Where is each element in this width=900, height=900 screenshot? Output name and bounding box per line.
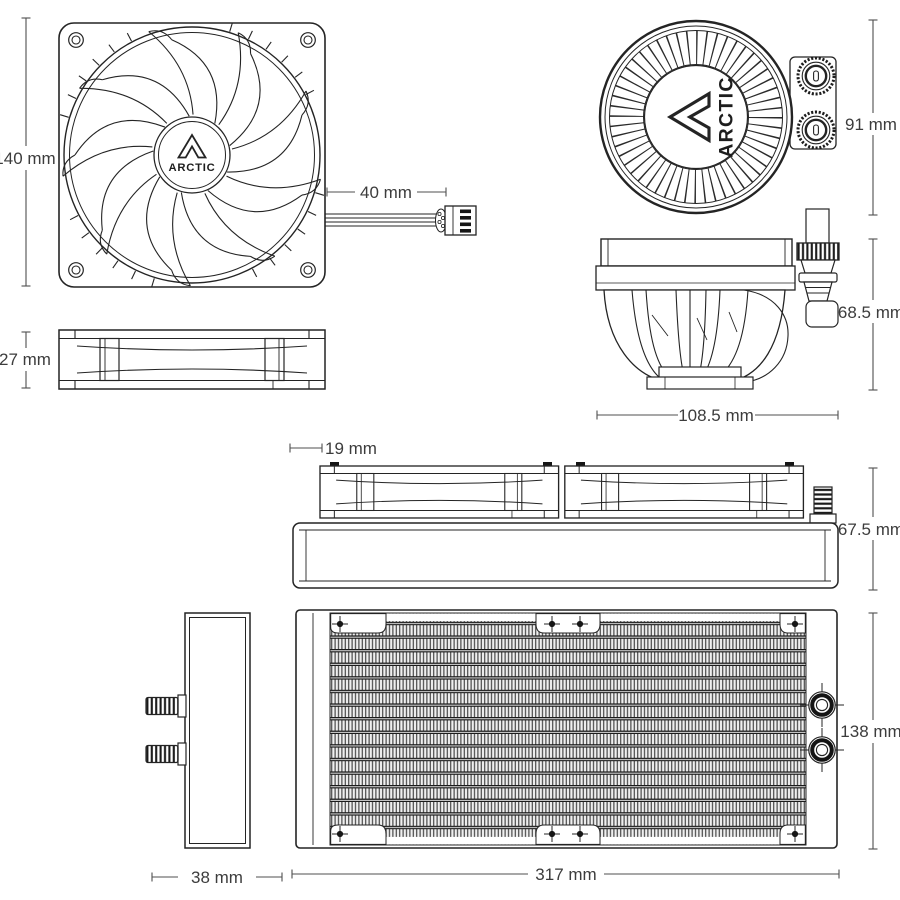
radiator-port-top — [800, 683, 844, 727]
pump-fin-plate — [600, 238, 793, 267]
fan-opening-ring — [63, 26, 321, 284]
pump-fins — [609, 30, 783, 204]
radiator-core — [329, 612, 807, 846]
pump-base-upper — [658, 366, 742, 379]
radiator-barb-side — [813, 486, 833, 516]
pump-side-view — [595, 208, 840, 390]
dim-label-assembly-height: 67.5 mm — [838, 520, 900, 539]
dim-assembly-height: 67.5 mm — [838, 467, 900, 591]
pump-knurled-collar — [796, 242, 840, 261]
dimension-annotations: 140 mm 40 mm 91 mm 27 mm — [0, 17, 900, 887]
pump-hose-fitting-top — [796, 56, 836, 96]
dim-fan-thickness: 27 mm — [0, 331, 51, 389]
radiator-fan-assembly-side-view — [292, 462, 839, 589]
dim-label-fan-size: 140 mm — [0, 149, 56, 168]
dim-fan-radiator-offset: 19 mm — [289, 439, 377, 458]
dim-label-fan-radiator-offset: 19 mm — [325, 439, 377, 458]
dim-pump-length: 108.5 mm — [596, 404, 839, 425]
fan-side-view — [58, 329, 326, 390]
dim-cable-length: 40 mm — [326, 182, 447, 202]
pump-cowl — [743, 289, 789, 383]
dim-label-radiator-length: 317 mm — [535, 865, 596, 884]
dim-label-pump-height: 68.5 mm — [838, 303, 900, 322]
radiator-front-view — [295, 609, 844, 849]
drawing-lines — [58, 19, 844, 849]
radiator-port-bottom — [800, 728, 844, 772]
fan-mounting-holes — [68, 32, 316, 278]
radiator-end-barb-bottom — [145, 742, 187, 766]
radiator-end-body — [184, 612, 251, 849]
fan-connector — [435, 205, 477, 236]
dim-radiator-length: 317 mm — [291, 863, 840, 884]
dim-label-radiator-depth: 38 mm — [191, 868, 243, 887]
dim-label-pump-length: 108.5 mm — [678, 406, 754, 425]
dim-pump-top-width: 91 mm — [845, 19, 898, 216]
fan-hub — [153, 116, 231, 194]
dim-label-radiator-height: 138 mm — [840, 722, 900, 741]
dim-label-pump-top-width: 91 mm — [845, 115, 897, 134]
pump-tube-stub — [805, 208, 830, 244]
assembly-fan-left — [319, 465, 560, 519]
dim-fan-size: 140 mm — [0, 17, 56, 287]
pump-outlet-block — [805, 300, 839, 328]
dim-label-cable-length: 40 mm — [360, 183, 412, 202]
dim-radiator-depth: 38 mm — [151, 868, 283, 887]
radiator-mounting-rails — [330, 613, 806, 845]
radiator-end-barb-top — [145, 694, 187, 718]
assembly-fan-right — [564, 465, 805, 519]
dim-radiator-height: 138 mm — [840, 612, 900, 850]
dim-pump-height: 68.5 mm — [838, 238, 900, 391]
dim-label-fan-thickness: 27 mm — [0, 350, 51, 369]
radiator-end-view — [145, 612, 251, 849]
pump-hose-fitting-bottom — [796, 110, 836, 150]
pump-base-lower — [646, 376, 754, 390]
fan-front-view — [58, 22, 326, 289]
pump-top-view — [598, 19, 837, 215]
fan-cable — [325, 213, 438, 227]
radiator-side-body — [292, 522, 839, 589]
